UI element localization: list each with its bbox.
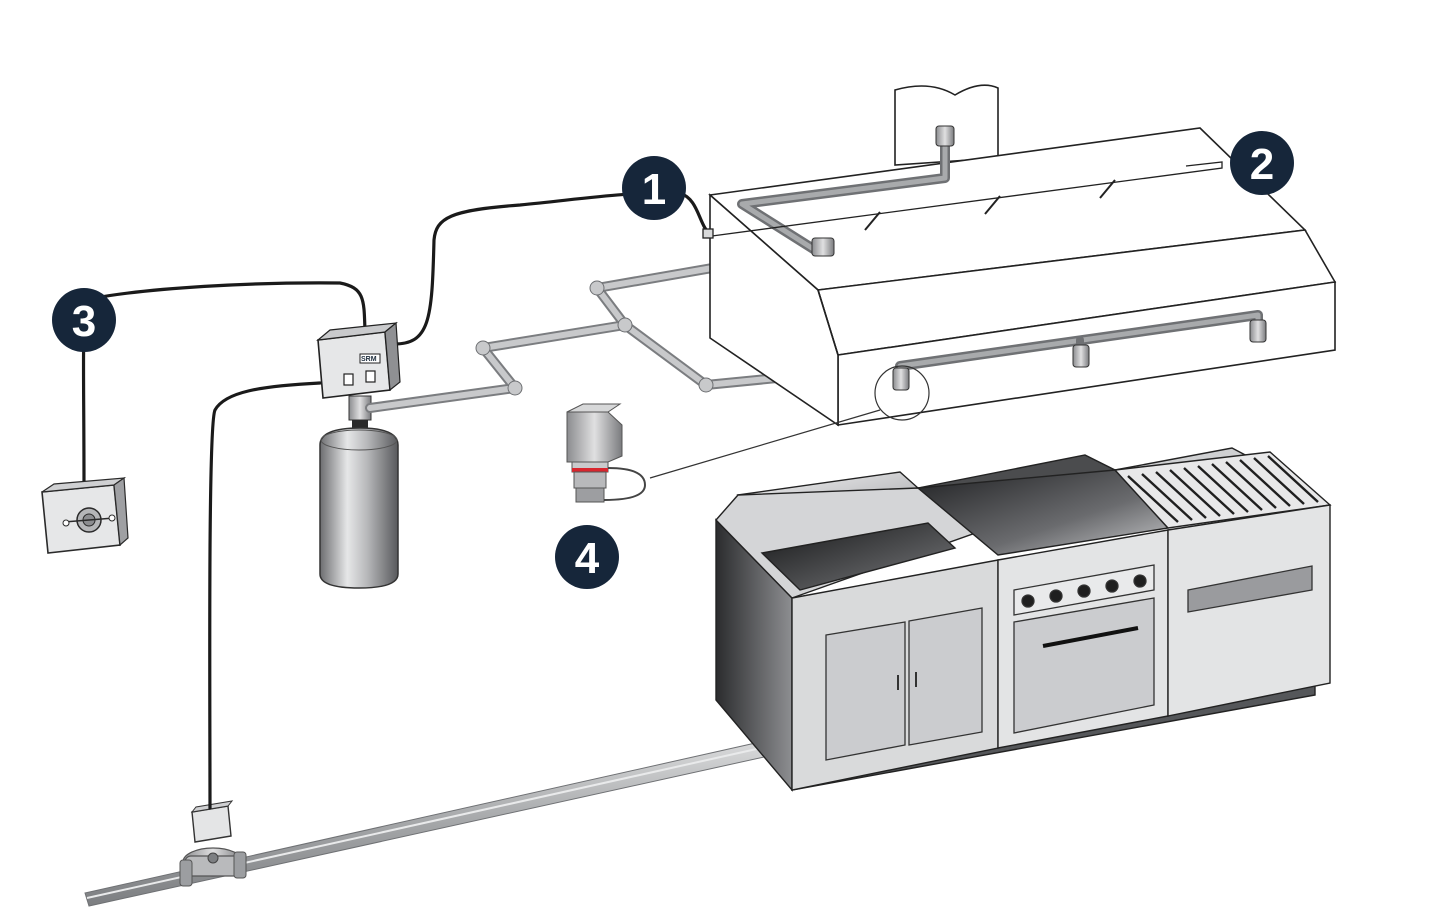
- callout-1-number: 1: [642, 165, 666, 214]
- callout-2-number: 2: [1250, 140, 1274, 189]
- agent-cylinder: [319, 395, 399, 589]
- gas-shutoff-valve: [179, 847, 247, 887]
- callout-3-number: 3: [72, 297, 96, 346]
- cable-to-gas-valve: [208, 381, 322, 810]
- exhaust-hood: [708, 84, 1337, 427]
- callout-1: 1: [622, 156, 686, 220]
- nozzle-detail-enlarged: [566, 403, 647, 503]
- charbroiler-grates: [1127, 455, 1319, 523]
- callout-2-badge: [1230, 131, 1294, 195]
- hood-nozzles: [811, 125, 1267, 391]
- exhaust-duct: [894, 84, 999, 166]
- callout-3: 3: [52, 288, 116, 352]
- cooking-line: [715, 447, 1332, 792]
- fryer-well: [760, 522, 957, 591]
- srm-label: SRM: [361, 356, 377, 363]
- manual-pull-station: [41, 476, 129, 554]
- nozzle-detail-callout: [649, 365, 930, 479]
- cable-to-detection: [390, 191, 714, 346]
- callout-3-badge: [52, 288, 116, 352]
- callout-4: 4: [555, 525, 619, 589]
- callout-1-badge: [622, 156, 686, 220]
- gas-valve-actuator-box: [190, 800, 234, 843]
- callout-4-badge: [555, 525, 619, 589]
- charbroiler-front-panel: [1187, 565, 1313, 613]
- detection-line: [702, 161, 1223, 239]
- control-module-box: SRM: [316, 321, 401, 399]
- callout-4-number: 4: [575, 534, 600, 583]
- callout-2: 2: [1230, 131, 1294, 195]
- range-control-panel: [1013, 564, 1155, 616]
- oven-door: [1013, 597, 1155, 734]
- fryer-cabinet-doors: [825, 607, 983, 761]
